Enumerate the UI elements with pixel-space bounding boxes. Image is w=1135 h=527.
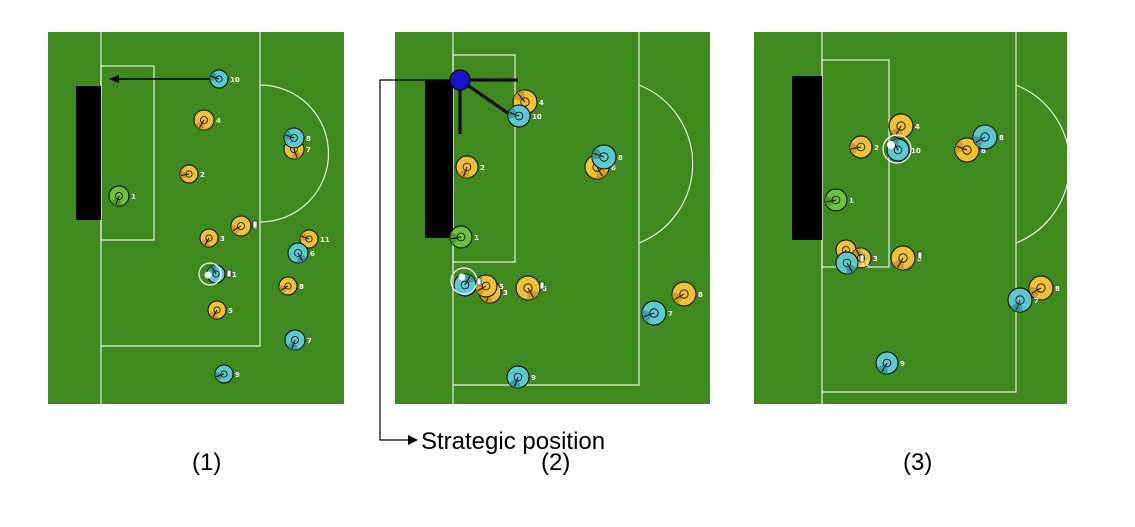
player-yellow-2: 2 xyxy=(179,164,205,184)
player-yellow-2: 2 xyxy=(455,155,485,179)
player-number: 9 xyxy=(900,360,905,368)
player-number: 1 xyxy=(131,193,136,201)
player-number: 9 xyxy=(235,371,240,379)
player-number: 7 xyxy=(668,310,673,318)
player-cyan-7: 7 xyxy=(1007,287,1039,313)
player-number: 4 xyxy=(915,123,920,131)
player-cyan-8: 8 xyxy=(591,144,623,170)
player-cyan-10: 10 xyxy=(507,104,542,128)
player-number: 2 xyxy=(874,144,879,152)
strategic-position-callout: Strategic position xyxy=(379,79,605,455)
player-yellow-4: 4 xyxy=(193,109,221,131)
player-cyan-7: 7 xyxy=(284,329,312,351)
player-number: 1 xyxy=(849,197,854,205)
player-yellow-6: 6 xyxy=(230,215,258,237)
penalty-arc xyxy=(259,84,330,223)
player-cyan-9: 9 xyxy=(214,364,240,384)
player-number: 11 xyxy=(227,271,237,279)
player-yellow-8: 8 xyxy=(671,281,703,307)
player-keeper-1: 1 xyxy=(108,185,136,207)
player-cyan-11: 11 xyxy=(835,251,870,275)
field-panel-3: 421088153116879 (3) xyxy=(754,32,1071,476)
player-cyan-9: 9 xyxy=(506,365,536,389)
player-number: 8 xyxy=(618,154,623,162)
ball-indicator xyxy=(226,269,232,278)
player-number: 8 xyxy=(611,164,616,172)
player-number: 2 xyxy=(480,164,485,172)
player-yellow-8: 8 xyxy=(954,137,986,163)
player-cyan-9: 9 xyxy=(875,351,905,375)
goal xyxy=(76,86,101,220)
player-yellow-6: 6 xyxy=(890,245,922,271)
ball-indicator xyxy=(539,281,545,290)
player-number: 6 xyxy=(310,250,315,258)
player-number: 7 xyxy=(307,337,312,345)
ball-indicator xyxy=(476,277,482,286)
player-cyan-6: 6 xyxy=(287,242,315,264)
player-yellow-11: 11 xyxy=(299,229,330,249)
player-number: 4 xyxy=(539,99,544,107)
players-panel-3: 421088153116879 xyxy=(824,113,1060,375)
player-number: 2 xyxy=(200,171,205,179)
player-number: 8 xyxy=(306,135,311,143)
ball-indicator xyxy=(917,251,923,260)
ball xyxy=(859,134,923,263)
player-number: 8 xyxy=(999,134,1004,142)
player-number: 10 xyxy=(911,147,921,155)
penalty-box xyxy=(822,32,1017,393)
goal xyxy=(792,76,822,240)
ball-indicator xyxy=(859,254,865,263)
player-yellow-5: 5 xyxy=(207,300,233,320)
player-number: 8 xyxy=(299,283,304,291)
strategic-position-marker xyxy=(449,69,518,134)
player-number: 10 xyxy=(532,113,542,121)
panel-caption: (2) xyxy=(541,449,570,476)
player-number: 4 xyxy=(216,117,221,125)
player-keeper-1: 1 xyxy=(824,188,854,212)
player-yellow-8: 8 xyxy=(1028,275,1060,301)
player-keeper-1: 1 xyxy=(449,225,479,249)
ball xyxy=(198,220,258,286)
player-number: 10 xyxy=(230,76,240,84)
player-yellow-8: 8 xyxy=(278,276,304,296)
player-number: 3 xyxy=(503,289,508,297)
player-yellow-6: 6 xyxy=(515,275,547,301)
player-yellow-2: 2 xyxy=(849,135,879,159)
player-number: 7 xyxy=(306,146,311,154)
player-number: 3 xyxy=(873,255,878,263)
ball xyxy=(450,267,545,295)
penalty-arc xyxy=(638,84,694,244)
player-number: 1 xyxy=(474,234,479,242)
panel-caption: (1) xyxy=(192,449,221,476)
penalty-arc xyxy=(1015,84,1071,244)
player-number: 8 xyxy=(698,291,703,299)
player-cyan-8: 8 xyxy=(283,127,311,149)
player-yellow-3: 3 xyxy=(199,228,225,248)
player-number: 5 xyxy=(499,283,504,291)
player-number: 11 xyxy=(860,260,870,268)
player-number: 5 xyxy=(228,307,233,315)
penalty-box xyxy=(101,32,261,347)
player-number: 11 xyxy=(320,236,330,244)
panel-caption: (3) xyxy=(903,449,932,476)
player-number: 8 xyxy=(981,147,986,155)
player-number: 9 xyxy=(531,374,536,382)
player-cyan-8: 8 xyxy=(972,124,1004,150)
player-number: 6 xyxy=(542,285,547,293)
ball-indicator xyxy=(252,220,258,229)
player-cyan-10: 10 xyxy=(886,138,921,162)
player-number: 8 xyxy=(1055,285,1060,293)
player-number: 3 xyxy=(220,235,225,243)
field-panel-1: 104782163116118579 (1) xyxy=(48,32,344,476)
strategic-position-label: Strategic position xyxy=(421,428,605,455)
player-cyan-10: 10 xyxy=(209,69,240,89)
goal xyxy=(425,80,453,238)
player-number: 7 xyxy=(1034,297,1039,305)
players-panel-1: 104782163116118579 xyxy=(108,69,330,384)
player-cyan-7: 7 xyxy=(641,300,673,326)
